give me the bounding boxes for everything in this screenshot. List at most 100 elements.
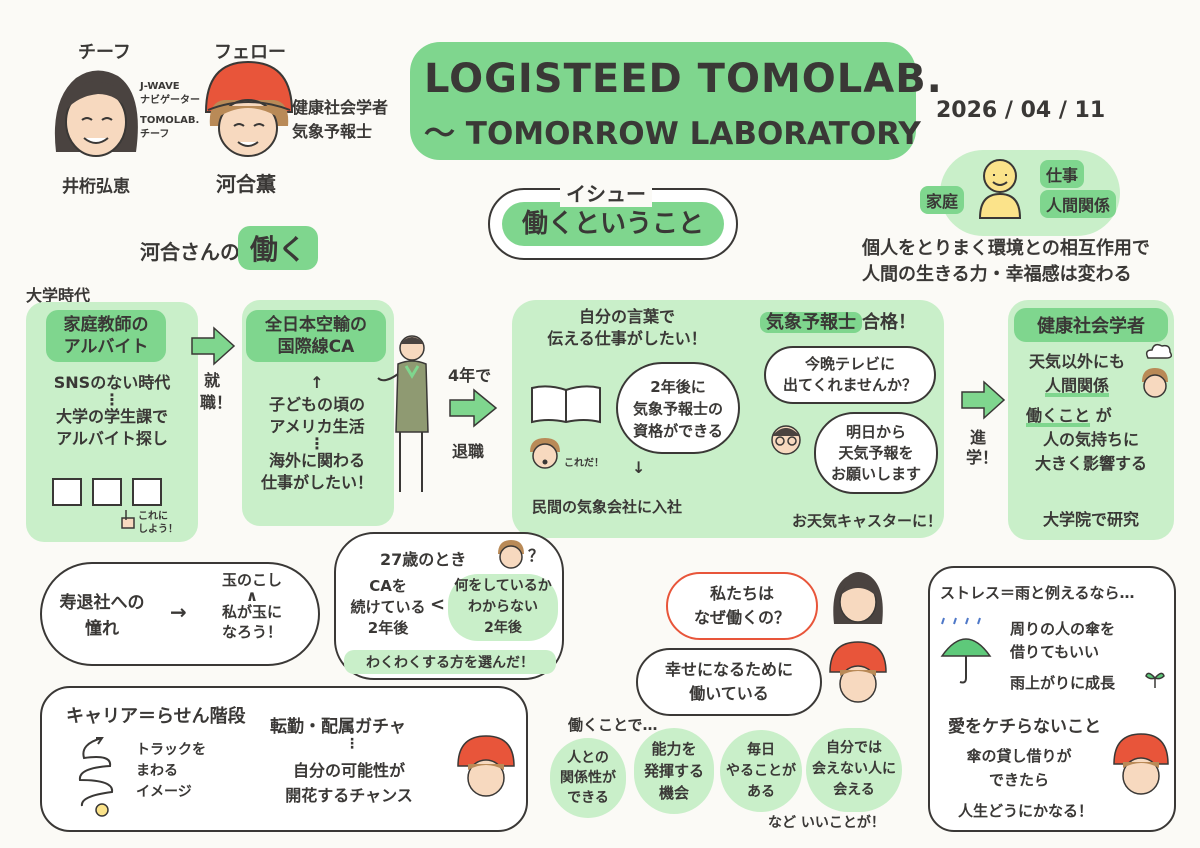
- career-dots: ⋮: [345, 736, 359, 752]
- env-label-work: 仕事: [1040, 160, 1085, 188]
- age27-compare: <: [430, 594, 446, 615]
- health-lines: 天気以外にも 人間関係: [1028, 352, 1125, 395]
- fellow-description: 健康社会学者 気象予報士: [292, 98, 389, 141]
- weather-pass-suffix: 合格！: [862, 312, 916, 333]
- benefit-item-4: 自分では 会えない人に 会える: [806, 728, 902, 812]
- job-card-2: [92, 478, 122, 506]
- career-image: トラックを まわる イメージ: [136, 742, 206, 800]
- person-fellow-icon: [530, 438, 560, 469]
- chief-name: 井桁弘恵: [62, 177, 130, 197]
- sprout-icon: [1145, 672, 1165, 688]
- weather-caster: お天気キャスターに！: [792, 512, 943, 530]
- person-chief-icon: [833, 572, 883, 624]
- cloud-icon: [1145, 343, 1173, 359]
- ana-lines: ↑ 子どもの頃の アメリカ生活 ⋮ 海外に関わる 仕事がしたい！: [260, 373, 373, 492]
- taishoku-bottom-label: 退職: [452, 442, 485, 461]
- shingaku-label: 進学！: [966, 428, 999, 467]
- age27-question: ？: [528, 546, 545, 565]
- weather-tv-bubble: 今晩テレビに 出てくれませんか？: [764, 346, 936, 404]
- university-label: 大学時代: [26, 286, 91, 305]
- pointing-hand-icon: [121, 510, 135, 529]
- fellow-name: 河合薫: [216, 172, 276, 196]
- university-panel: 家庭教師の アルバイト SNSのない時代 ⋮ 大学の学生課で アルバイト探し こ…: [26, 302, 198, 542]
- kawai-work-prefix: 河合さんの: [140, 240, 240, 264]
- university-title: 家庭教師の アルバイト: [46, 310, 166, 362]
- env-label-relations: 人間関係: [1040, 190, 1117, 218]
- marriage-arrow: →: [170, 600, 187, 624]
- benefit-item-3: 毎日 やることが ある: [720, 730, 802, 812]
- spiral-staircase-icon: [78, 737, 114, 817]
- age27-conclusion: わくわくする方を選んだ！: [344, 650, 556, 674]
- why-question-bubble: 私たちは なぜ働くの？: [666, 572, 818, 640]
- university-lines: SNSのない時代 ⋮ 大学の学生課で アルバイト探し: [53, 373, 171, 448]
- marriage-left: 寿退社への 憧れ: [59, 593, 145, 639]
- arrow-right-icon: [961, 380, 1006, 420]
- weather-license-bubble: 2年後に 気象予報士の 資格ができる: [616, 362, 740, 454]
- person-fellow-icon: [829, 641, 887, 703]
- env-label-family: 家庭: [920, 186, 965, 214]
- person-fellow-icon: [1142, 368, 1168, 398]
- ana-title: 全日本空輸の 国際線CA: [246, 310, 386, 362]
- weather-forecast-bubble: 明日から 天気予報を お願いします: [814, 412, 938, 494]
- weather-panel: 自分の言葉で 伝える仕事がしたい！ 2年後に 気象予報士の 資格ができる これだ…: [512, 300, 944, 538]
- stress-panel: ストレス＝雨と例えるなら… 周りの人の傘を 借りてもいい 雨上がりに成長 愛をケ…: [928, 566, 1176, 832]
- weather-join-arrow: ↓: [632, 458, 646, 477]
- tv-staff-icon: [771, 425, 801, 455]
- benefits-outro: など いいことが！: [768, 815, 885, 831]
- shushoku-label: 就職！: [200, 371, 233, 412]
- weather-kore: これだ！: [564, 458, 604, 469]
- stress-grow: 雨上がりに成長: [1010, 674, 1116, 692]
- person-fellow-icon: [498, 540, 524, 569]
- fellow-role: フェロー: [214, 42, 286, 63]
- person-fellow-icon: [1113, 733, 1169, 795]
- health-lines-influence: 人の気持ちに 大きく影響する: [1034, 430, 1147, 473]
- health-lines-work: 働くこと が: [1026, 406, 1112, 425]
- flight-attendant-icon: [377, 335, 429, 492]
- env-text: 個人をとりまく環境との相互作用で 人間の生きる力・幸福感は変わる: [862, 238, 1150, 285]
- person-fellow-icon: [204, 60, 294, 157]
- age27-right: 何をしているか わからない 2年後: [448, 574, 558, 641]
- stress-title: ストレス＝雨と例えるなら…: [940, 584, 1135, 602]
- marriage-right: 玉のこし ∧ 私が玉に なろう！: [221, 571, 282, 641]
- weather-intro: 自分の言葉で 伝える仕事がしたい！: [547, 307, 707, 348]
- chief-role: チーフ: [78, 42, 131, 63]
- smiley-figure-icon: [978, 159, 1022, 219]
- health-research: 大学院で研究: [1042, 510, 1139, 529]
- stress-umbrella: 周りの人の傘を 借りてもいい: [1010, 620, 1116, 661]
- job-card-1: [52, 478, 82, 506]
- age27-title: 27歳のとき: [380, 550, 467, 569]
- weather-pass: 気象予報士合格！: [760, 308, 916, 334]
- stress-love: 愛をケチらないこと: [948, 717, 1101, 737]
- career-chance: 自分の可能性が 開花するチャンス: [285, 761, 413, 805]
- why-answer-bubble: 幸せになるために 働いている: [636, 648, 822, 716]
- career-title: キャリア＝らせん階段: [66, 706, 246, 727]
- issue-label: イシュー: [560, 178, 652, 207]
- health-panel: 健康社会学者 天気以外にも 人間関係 働くこと が 人の気持ちに 大きく影響する…: [1008, 300, 1174, 540]
- person-chief-icon: [54, 70, 138, 157]
- career-panel: キャリア＝らせん階段 トラックを まわる イメージ 転勤・配属ガチャ ⋮ 自分の…: [40, 686, 528, 832]
- weather-join: 民間の気象会社に入社: [532, 498, 683, 516]
- benefit-item-1: 人との 関係性が できる: [550, 738, 626, 818]
- page-subtitle: 〜 TOMORROW LABORATORY: [424, 116, 921, 152]
- page-title: LOGISTEED TOMOLAB.: [424, 56, 943, 102]
- date-label: 2026 / 04 / 11: [936, 98, 1106, 123]
- benefit-item-2: 能力を 発揮する 機会: [634, 728, 714, 814]
- job-card-3: [132, 478, 162, 506]
- taishoku-top-label: 4年で: [448, 366, 492, 385]
- title-banner: LOGISTEED TOMOLAB. 〜 TOMORROW LABORATORY: [410, 42, 942, 160]
- marriage-bubble: 寿退社への 憧れ → 玉のこし ∧ 私が玉に なろう！: [40, 562, 320, 666]
- benefits-intro: 働くことで…: [568, 716, 658, 734]
- stress-lend: 傘の貸し借りが できたら: [966, 747, 1072, 789]
- age27-left: CAを 続けている 2年後: [350, 577, 426, 637]
- university-note: これに しよう！: [138, 511, 178, 535]
- stress-life: 人生どうにかなる！: [958, 802, 1094, 820]
- health-title: 健康社会学者: [1014, 308, 1168, 342]
- kawai-work-highlight: 働く: [238, 226, 319, 270]
- arrow-right-icon: [449, 388, 498, 428]
- book-icon: [531, 385, 601, 424]
- age27-bubble: 27歳のとき ？ CAを 続けている 2年後 < 何をしているか わからない 2…: [334, 532, 564, 680]
- chief-description: J-WAVE ナビゲーター TOMOLAB. チーフ: [140, 81, 200, 140]
- career-gacha: 転勤・配属ガチャ: [270, 717, 406, 737]
- weather-pass-highlight: 気象予報士: [760, 312, 862, 333]
- person-fellow-icon: [457, 735, 515, 797]
